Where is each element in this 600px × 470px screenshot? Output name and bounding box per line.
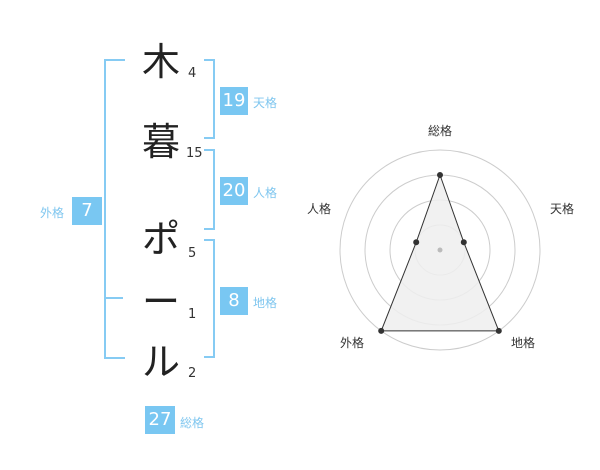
stroke-count-3: 5	[188, 246, 197, 261]
radar-ring-4	[339, 149, 541, 351]
bracket-chikaku	[204, 239, 215, 358]
bracket-tenkaku	[204, 59, 215, 139]
radar-label-chikaku: 地格	[511, 336, 536, 350]
soukaku-label: 総格	[180, 416, 205, 430]
tenkaku-label: 天格	[253, 96, 278, 110]
radar-point-jinkaku	[413, 239, 420, 246]
stroke-count-2: 15	[186, 146, 203, 161]
bracket-jinkaku	[204, 149, 215, 230]
stroke-count-5: 2	[188, 366, 197, 381]
chikaku-label: 地格	[253, 296, 278, 310]
radar-point-tenkaku	[460, 239, 467, 246]
stroke-count-4: 1	[188, 307, 197, 322]
bracket-gaikaku	[104, 59, 125, 359]
radar-polygon	[380, 173, 500, 332]
name-char-2: 暮	[141, 120, 180, 164]
jinkaku-label: 人格	[253, 186, 278, 200]
tenkaku-badge: 19	[220, 87, 248, 115]
radar-label-jinkaku: 人格	[307, 202, 332, 216]
radar-point-gaikaku	[378, 327, 385, 334]
radar-label-soukaku: 総格	[428, 124, 453, 138]
name-char-4: ー	[141, 280, 180, 324]
radar-center-dot	[437, 247, 443, 253]
jinkaku-badge: 20	[220, 177, 248, 205]
soukaku-badge: 27	[145, 406, 175, 434]
radar-point-chikaku	[495, 327, 502, 334]
stroke-count-1: 4	[188, 66, 197, 81]
gaikaku-badge: 7	[72, 197, 102, 225]
radar-label-tenkaku: 天格	[550, 202, 575, 216]
name-char-1: 木	[141, 40, 180, 84]
chikaku-badge: 8	[220, 287, 248, 315]
name-char-3: ポ	[141, 217, 180, 261]
radar-point-soukaku	[437, 172, 443, 178]
name-char-5: ル	[141, 340, 180, 384]
gaikaku-label: 外格	[40, 206, 65, 220]
radar-label-gaikaku: 外格	[340, 336, 365, 350]
